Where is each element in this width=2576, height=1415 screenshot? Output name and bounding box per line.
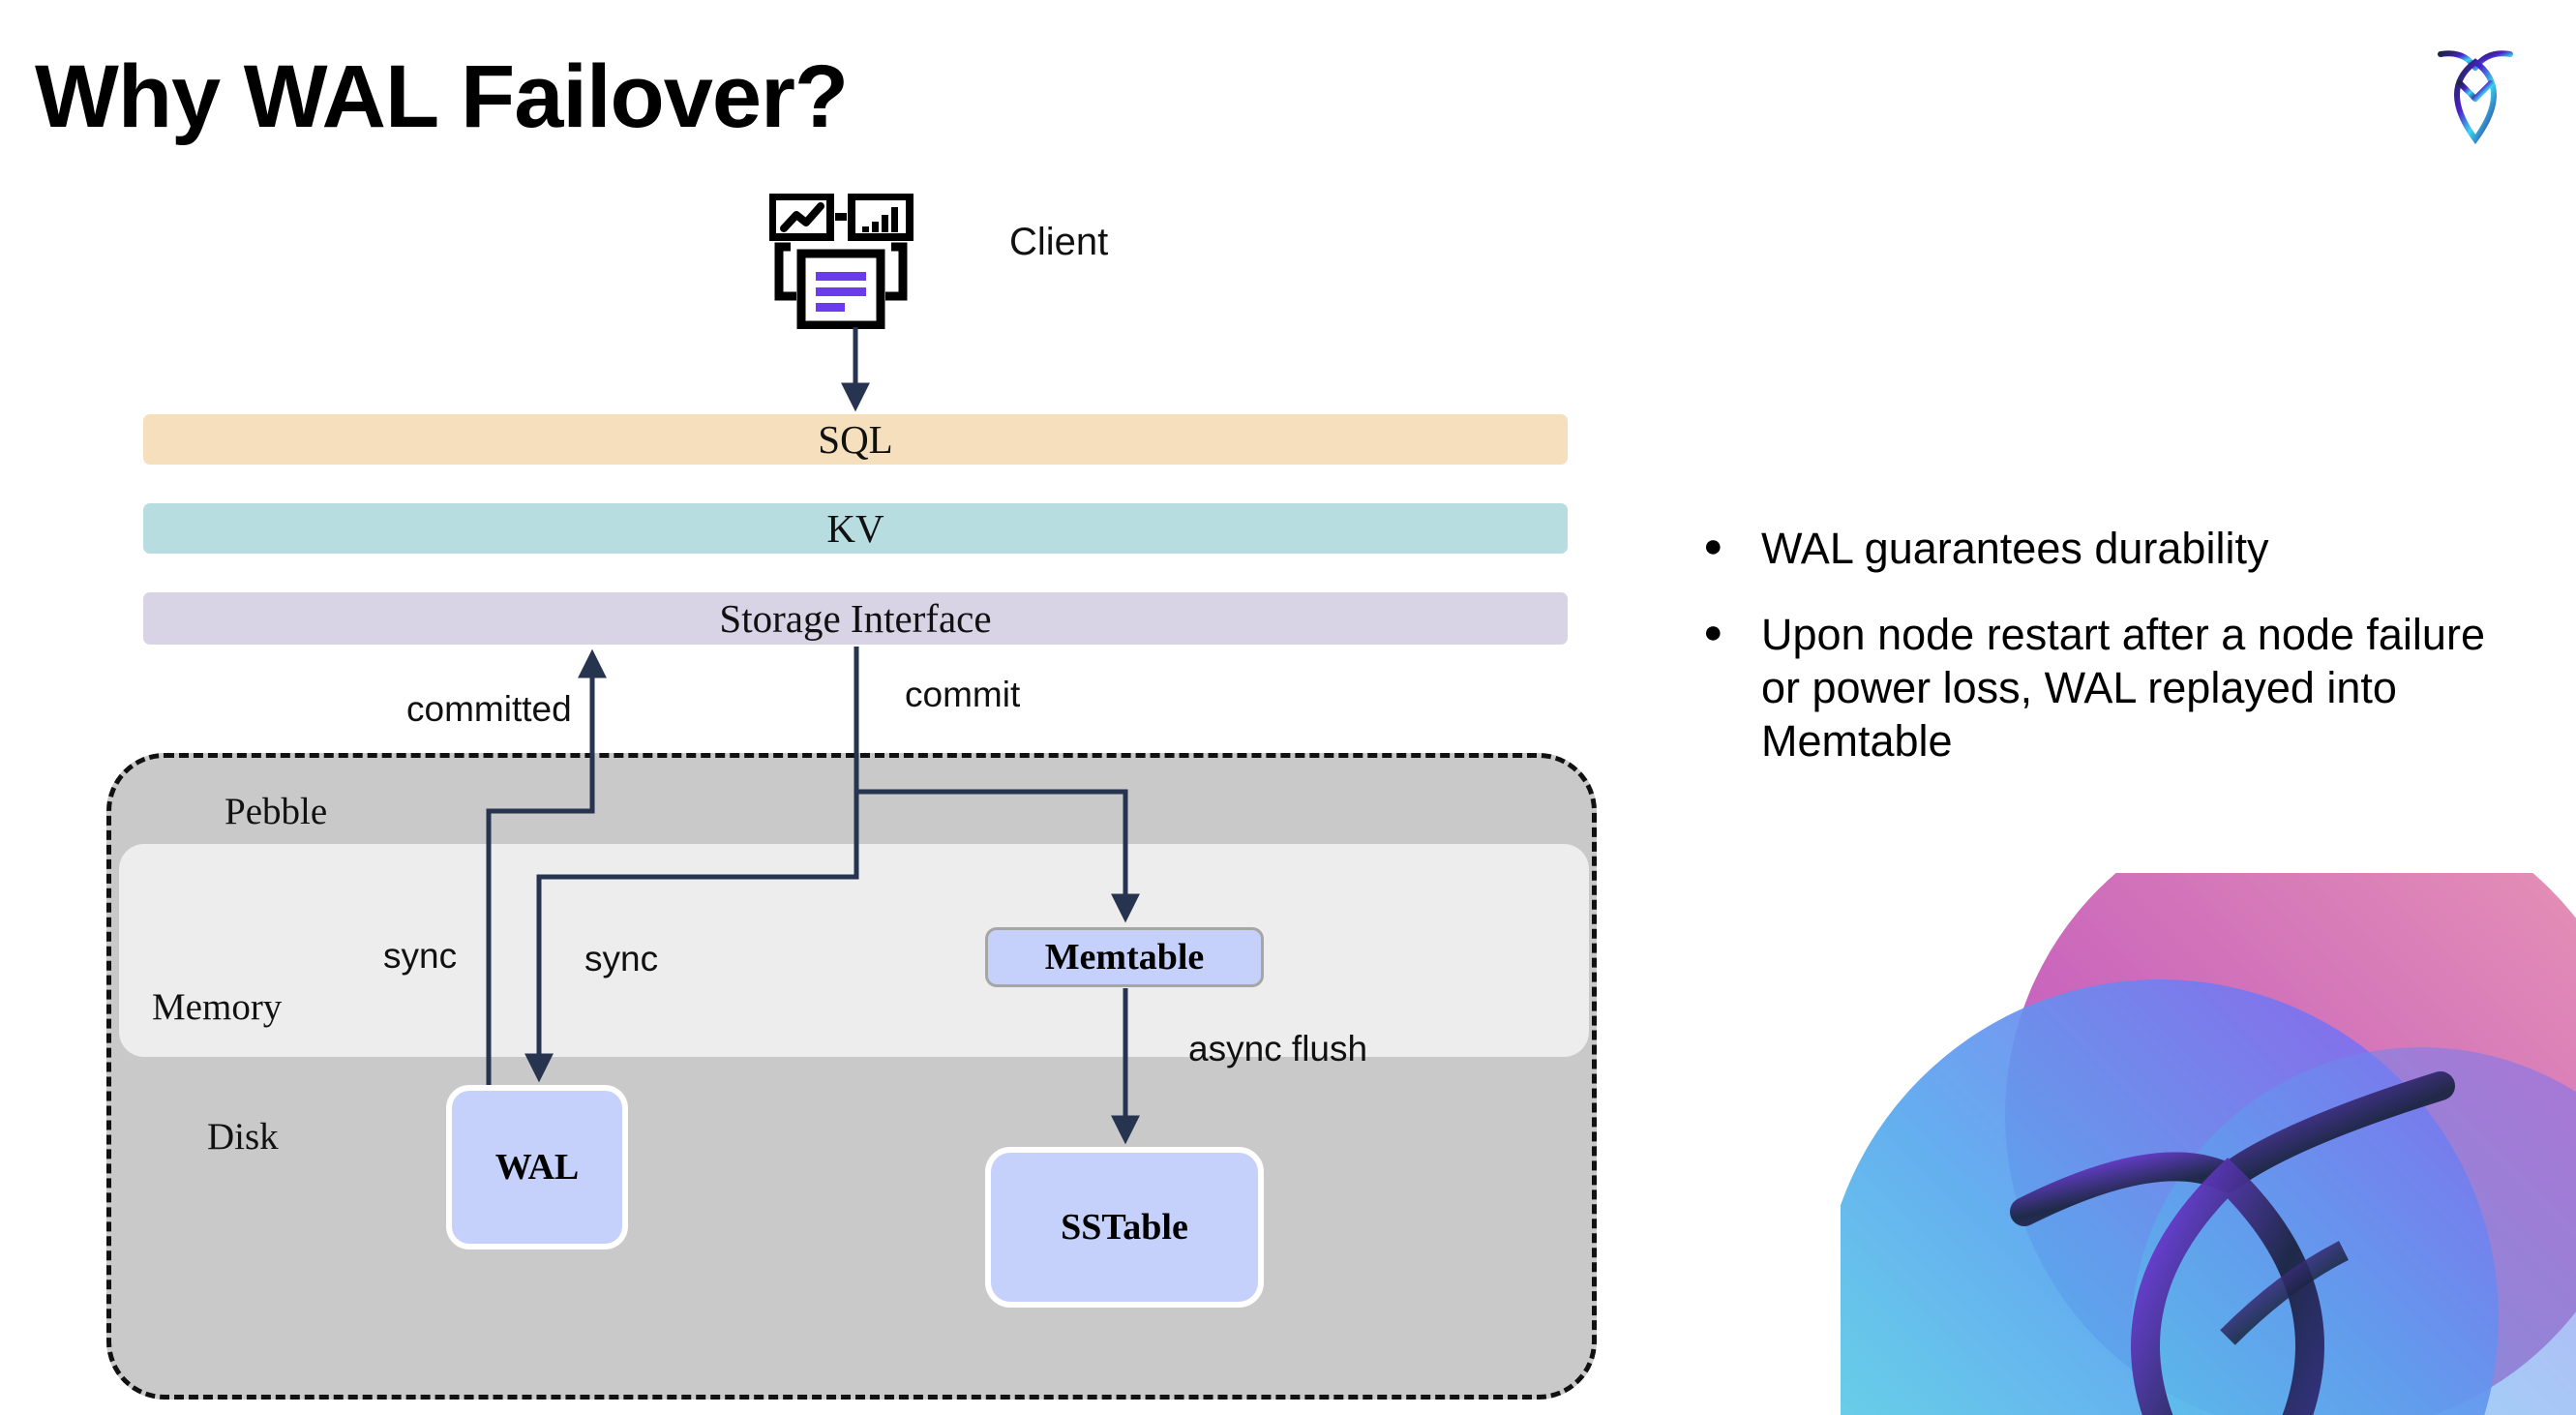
node-sstable: SSTable (985, 1147, 1264, 1308)
page-title: Why WAL Failover? (35, 47, 849, 146)
node-wal: WAL (446, 1085, 628, 1249)
bullet-list: ● WAL guarantees durability ● Upon node … (1703, 523, 2506, 801)
client-dashboard-icon (768, 193, 924, 330)
watermark-circles-icon (1841, 873, 2576, 1415)
memory-region (119, 844, 1589, 1057)
layer-label-sql: SQL (818, 417, 893, 462)
bullet-item: ● Upon node restart after a node failure… (1703, 609, 2506, 768)
bullet-marker-icon: ● (1703, 527, 1723, 564)
disk-label: Disk (207, 1116, 279, 1158)
edge-label-sync-2: sync (584, 939, 659, 978)
bullet-text: Upon node restart after a node failure o… (1761, 609, 2485, 766)
layer-label-kv: KV (826, 506, 884, 551)
node-label-wal: WAL (494, 1147, 580, 1188)
node-label-sstable: SSTable (1061, 1207, 1188, 1248)
node-label-memtable: Memtable (1044, 937, 1205, 978)
pebble-label: Pebble (225, 791, 328, 832)
edge-label-sync-1: sync (383, 936, 458, 976)
layer-label-storage-interface: Storage Interface (719, 596, 992, 641)
node-memtable: Memtable (985, 927, 1264, 987)
decorative-watermark (1841, 873, 2576, 1415)
cockroachdb-logo-icon (2417, 29, 2533, 155)
memory-label: Memory (152, 986, 283, 1028)
layer-bar-sql: SQL (143, 414, 1568, 465)
edge-label-async-flush: async flush (1188, 1029, 1368, 1069)
bullet-marker-icon: ● (1703, 613, 1723, 650)
client-label: Client (1009, 221, 1109, 263)
bullet-text: WAL guarantees durability (1761, 524, 2269, 573)
layer-bar-storage-interface: Storage Interface (143, 592, 1568, 645)
layer-bar-kv: KV (143, 503, 1568, 554)
edge-label-committed: committed (406, 689, 572, 729)
bullet-item: ● WAL guarantees durability (1703, 523, 2506, 576)
edge-label-commit: commit (905, 675, 1021, 714)
